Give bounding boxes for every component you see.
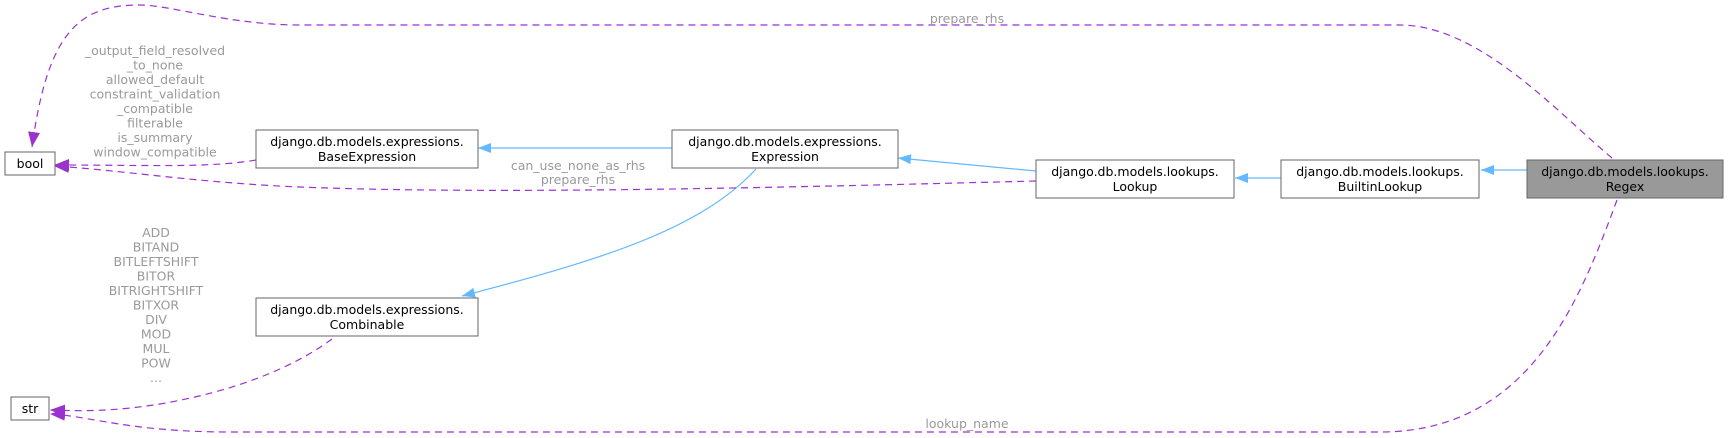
node-label-line: str: [22, 401, 39, 416]
node-box: [671, 129, 899, 169]
edge-label: ADD: [142, 225, 170, 240]
node-label-line: django.db.models.expressions.: [270, 302, 464, 317]
edge-labels: prepare_rhs _output_field_resolved_to_non…: [84, 11, 1009, 431]
node-box: [255, 297, 479, 337]
node-label-line: BuiltinLookup: [1338, 179, 1423, 194]
edge-label: DIV: [145, 312, 167, 327]
node-label-line: Combinable: [330, 317, 405, 332]
node-label-line: django.db.models.expressions.: [688, 134, 882, 149]
edge-label: BITLEFTSHIFT: [114, 254, 199, 269]
node-box: [1526, 159, 1724, 199]
node-label-line: django.db.models.lookups.: [1296, 164, 1464, 179]
edge-label: prepare_rhs: [541, 172, 615, 187]
node-box: [10, 396, 50, 421]
node-label-line: django.db.models.expressions.: [270, 134, 464, 149]
node-base-expression[interactable]: django.db.models.expressions.BaseExpress…: [255, 129, 479, 169]
edge-label: lookup_name: [925, 416, 1008, 431]
edge-label: filterable: [127, 116, 183, 131]
node-box: [4, 151, 56, 176]
node-bool[interactable]: bool: [4, 151, 56, 176]
edge-label: MUL: [143, 341, 170, 356]
edge-label: is_summary: [117, 130, 193, 145]
node-label-line: django.db.models.lookups.: [1541, 164, 1709, 179]
node-lookup[interactable]: django.db.models.lookups.Lookup: [1035, 159, 1235, 199]
edge-base-expression-to-bool: [53, 159, 257, 172]
edge-combinable-to-str: [49, 338, 333, 417]
node-label-line: bool: [17, 156, 44, 171]
node-str[interactable]: str: [10, 396, 50, 421]
node-label-line: Expression: [751, 149, 819, 164]
node-box: [1280, 159, 1480, 199]
node-label-line: django.db.models.lookups.: [1051, 164, 1219, 179]
edge-lookup-to-bool: [53, 160, 1037, 191]
edge-label: BITAND: [133, 240, 179, 255]
edge-label: ...: [150, 370, 162, 385]
nodes: boolstrdjango.db.models.expressions.Base…: [4, 129, 1724, 421]
node-label-line: BaseExpression: [318, 149, 416, 164]
node-combinable[interactable]: django.db.models.expressions.Combinable: [255, 297, 479, 337]
edge-label: BITOR: [137, 269, 176, 284]
edge-label: can_use_none_as_rhs: [511, 158, 645, 173]
edge-label: MOD: [141, 327, 171, 342]
edge-label: BITRIGHTSHIFT: [109, 283, 204, 298]
node-expression[interactable]: django.db.models.expressions.Expression: [671, 129, 899, 169]
edge-label: prepare_rhs: [930, 11, 1004, 26]
edge-label: _to_none: [126, 58, 184, 73]
node-label-line: Regex: [1606, 179, 1645, 194]
edge-label: allowed_default: [106, 72, 204, 87]
node-label-line: Lookup: [1113, 179, 1158, 194]
edge-lookup-to-expression: [897, 154, 1037, 172]
edge-label: constraint_validation: [90, 87, 221, 102]
edge-label: _compatible: [116, 101, 193, 116]
edge-label: BITXOR: [133, 298, 180, 313]
edge-regex-to-str: [49, 199, 1618, 433]
node-box: [255, 129, 479, 169]
node-builtin-lookup[interactable]: django.db.models.lookups.BuiltinLookup: [1280, 159, 1480, 199]
edge-regex-to-bool: [28, 4, 1613, 159]
node-box: [1035, 159, 1235, 199]
edge-label: window_compatible: [93, 145, 217, 160]
edges: [28, 4, 1618, 433]
node-regex[interactable]: django.db.models.lookups.Regex: [1526, 159, 1724, 199]
edge-label: _output_field_resolved: [84, 43, 225, 58]
edge-label: POW: [141, 356, 171, 371]
edge-expression-to-combinable: [461, 168, 757, 298]
